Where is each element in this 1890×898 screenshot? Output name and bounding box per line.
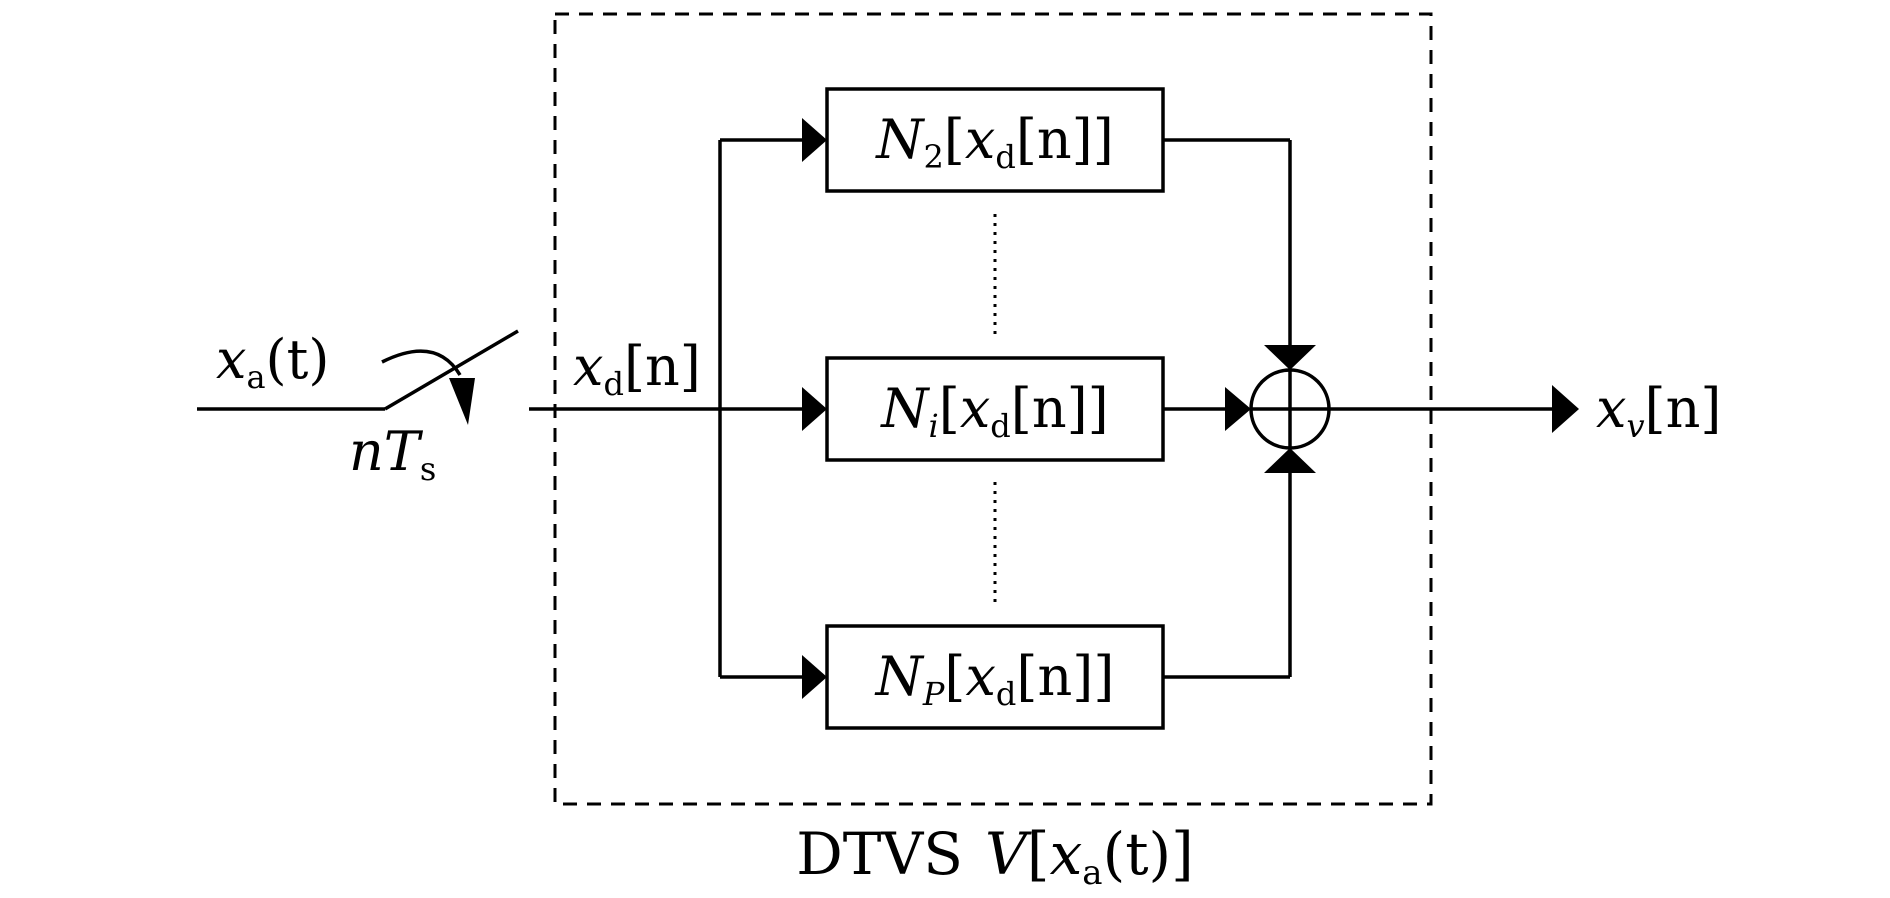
switch-lever bbox=[384, 329, 519, 411]
block-ni-label: Ni[xd[n]] bbox=[879, 377, 1109, 445]
switch-rotation-arrowhead bbox=[449, 378, 475, 425]
arrow-into-block-middle bbox=[802, 387, 827, 431]
block-n2-label: N2[xd[n]] bbox=[874, 108, 1114, 176]
block-np bbox=[825, 624, 1165, 730]
sampling-period-label: nTs bbox=[349, 420, 436, 488]
arrow-into-sum-bottom bbox=[1264, 448, 1316, 473]
arrow-into-block-top bbox=[802, 118, 827, 162]
discrete-signal-label: xd[n] bbox=[573, 335, 701, 403]
block-np-label: NP[xd[n]] bbox=[874, 645, 1115, 713]
arrow-into-sum-left bbox=[1225, 387, 1251, 431]
arrow-output bbox=[1552, 385, 1579, 433]
output-signal-label: xv[n] bbox=[1596, 377, 1721, 445]
arrow-into-sum-top bbox=[1264, 345, 1316, 370]
arrow-into-block-bottom bbox=[802, 655, 827, 699]
block-ni bbox=[825, 356, 1165, 462]
input-signal-label: xa(t) bbox=[216, 328, 329, 396]
switch-rotation-arc bbox=[381, 349, 462, 376]
